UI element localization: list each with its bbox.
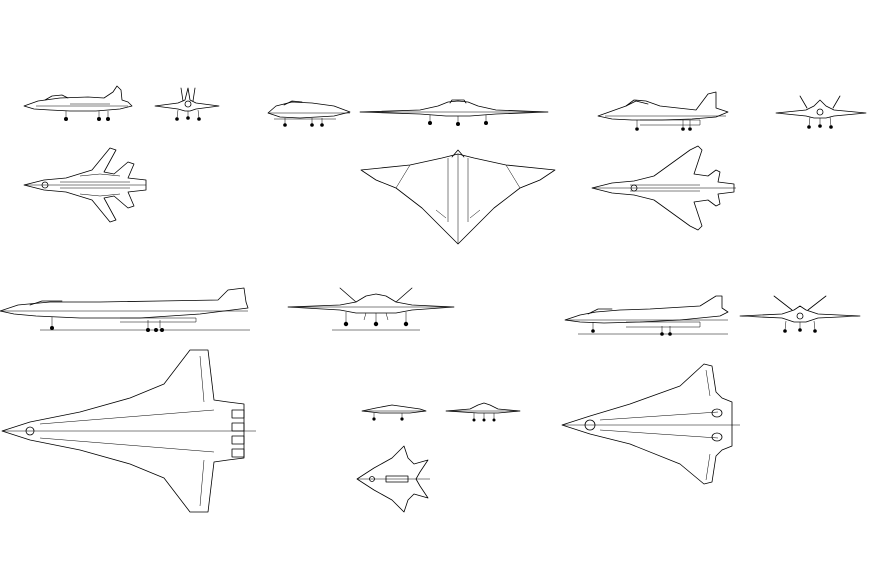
flying-wing-front-view	[360, 100, 548, 126]
fighter-a-top-view	[24, 148, 146, 222]
fighter-b-top-view	[592, 146, 736, 230]
fighter-b-front-view	[776, 96, 866, 129]
stealth-c-side-view	[362, 405, 426, 421]
fighter-d-side-view	[565, 296, 728, 336]
flying-wing-top-view	[361, 150, 555, 244]
flying-wing-side-view	[268, 101, 350, 127]
fighter-a-side-view	[24, 86, 132, 121]
delta-bomber-top-view	[2, 350, 256, 512]
fighter-a-front-view	[155, 88, 219, 121]
fighter-b-side-view	[598, 92, 728, 131]
fighter-d-front-view	[740, 296, 860, 333]
stealth-c-top-view	[357, 446, 430, 512]
bomber-side-view	[0, 288, 250, 332]
stealth-c-small-front-view	[446, 403, 520, 422]
fighter-d-top-view	[562, 364, 740, 484]
stealth-c-front-view	[288, 288, 454, 330]
